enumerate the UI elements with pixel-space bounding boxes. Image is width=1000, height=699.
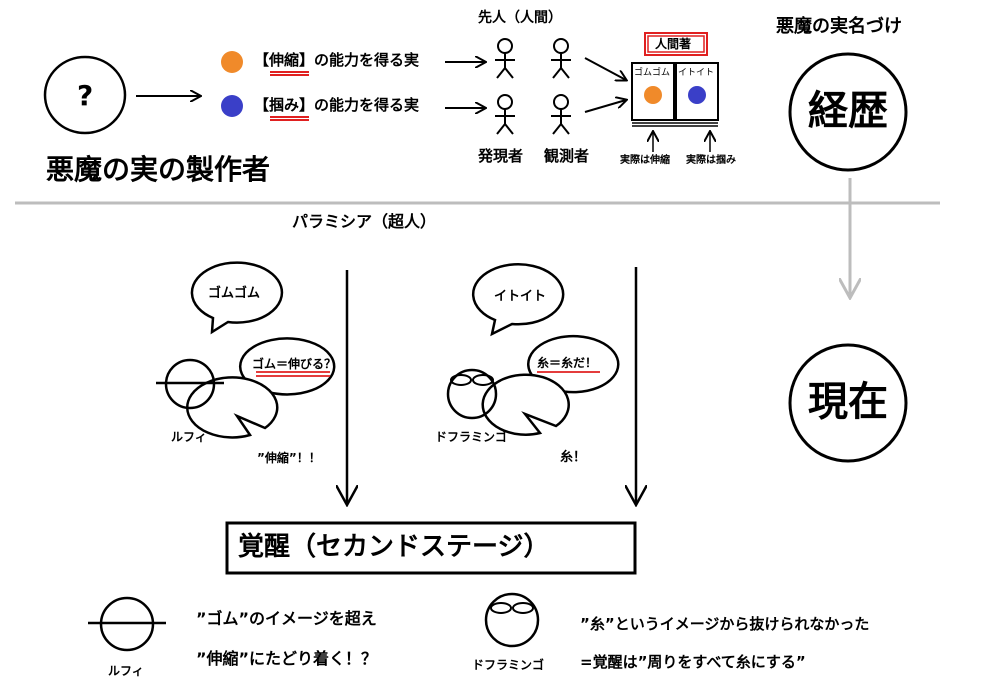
stick-figure-discoverer-1 <box>495 38 515 79</box>
doffy-name: ドフラミンゴ <box>435 430 508 444</box>
book-right-page <box>675 62 719 121</box>
stick-figure-observer-1 <box>551 38 571 79</box>
history-label: 経歴 <box>808 88 888 134</box>
book-title: 人間著 <box>655 37 692 51</box>
doffy-bubble-3 <box>481 373 570 436</box>
history-circle <box>788 52 908 172</box>
orange-fruit-dot <box>221 51 243 73</box>
awakening-label: 覚醒（セカンドステージ） <box>238 532 550 562</box>
doffy-glasses-left <box>450 374 472 386</box>
present-circle <box>788 343 908 463</box>
bottom-doffy-glasses-left <box>490 602 512 614</box>
book-blue-dot <box>688 86 706 104</box>
luffy-bubble-2-text: ゴム＝伸びる？ <box>252 357 337 371</box>
doffy-glasses-right <box>472 374 494 386</box>
bottom-luffy-line-2: ”伸縮”にたどり着く！？ <box>196 649 378 668</box>
creator-label: 悪魔の実の製作者 <box>46 153 271 186</box>
present-label: 現在 <box>808 379 888 425</box>
fruit-grab-label: 【掴み】の能力を得る実 <box>254 96 420 114</box>
bottom-doffy-line-2: =覚醒は”周りをすべて糸にする” <box>580 653 806 671</box>
luffy-bubble-3 <box>185 376 279 439</box>
book-right-label: イトイト <box>678 68 715 78</box>
fruit-stretch-label: 【伸縮】の能力を得る実 <box>254 51 420 69</box>
discoverer-label: 発現者 <box>478 147 524 165</box>
doffy-bubble-3-text: 糸！ <box>560 450 587 465</box>
book-left-label: ゴムゴム <box>634 68 671 78</box>
stick-figure-discoverer-2 <box>495 94 515 135</box>
blue-fruit-dot <box>221 95 243 117</box>
people-to-book-arrow-2 <box>584 100 626 113</box>
note-left: 実際は伸縮 <box>620 155 670 166</box>
doffy-bubble-1 <box>471 263 565 337</box>
bottom-doffy-name: ドフラミンゴ <box>472 658 545 672</box>
stick-figure-observer-2 <box>551 94 571 135</box>
bottom-doffy-head-icon <box>484 592 540 648</box>
doffy-head-icon <box>446 368 498 420</box>
bottom-doffy-glasses-right <box>512 602 534 614</box>
bottom-luffy-line-1: ”ゴム”のイメージを超え <box>196 609 377 628</box>
luffy-bubble-3-text: ”伸縮”！！ <box>257 451 321 465</box>
creator-circle <box>43 55 127 135</box>
book-orange-dot <box>644 86 662 104</box>
doffy-bubble-2-text: 糸＝糸だ！ <box>537 356 598 370</box>
observer-label: 観測者 <box>544 147 590 165</box>
paramecia-label: パラミシア（超人） <box>292 212 437 231</box>
luffy-name: ルフィ <box>171 430 207 444</box>
book-left-page <box>631 62 675 121</box>
note-right: 実際は掴み <box>686 155 736 166</box>
book-title-box-inner <box>647 35 705 53</box>
doffy-bubble-1-text: イトイト <box>494 289 547 304</box>
luffy-bubble-1-text: ゴムゴム <box>208 286 261 301</box>
luffy-bubble-1 <box>190 261 284 335</box>
book-title-box-outer <box>644 32 708 56</box>
naming-title: 悪魔の実名づけ <box>776 16 902 37</box>
awakening-box <box>225 521 637 575</box>
question-mark: ? <box>77 79 94 112</box>
bottom-doffy-line-1: ”糸”というイメージから抜けられなかった <box>580 615 870 633</box>
bottom-luffy-name: ルフィ <box>108 664 144 678</box>
ancestors-label: 先人（人間） <box>478 10 562 26</box>
people-to-book-arrow-1 <box>584 57 626 80</box>
